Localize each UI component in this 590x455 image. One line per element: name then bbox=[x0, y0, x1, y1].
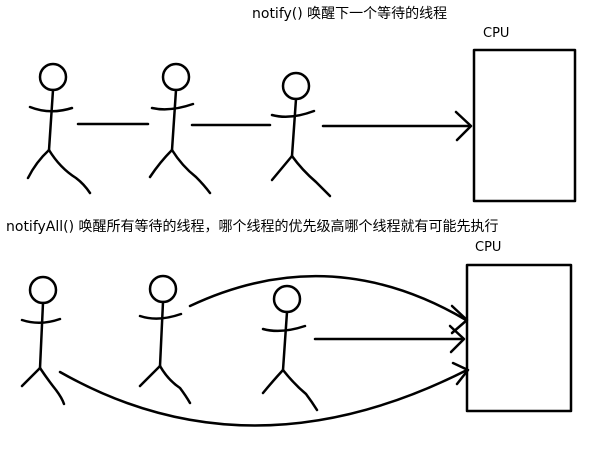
thread-figure-top-2 bbox=[148, 62, 212, 195]
cpu-label-top: CPU bbox=[483, 26, 510, 41]
cpu-box-bottom bbox=[465, 263, 573, 413]
straight-arrow-middle bbox=[313, 324, 466, 354]
curve-arrow-upper bbox=[188, 274, 469, 335]
thread-figure-bottom-2 bbox=[138, 274, 192, 405]
arrow-to-cpu-top bbox=[321, 110, 473, 142]
thread-figure-bottom-1 bbox=[20, 275, 66, 406]
thread-figure-top-3 bbox=[270, 71, 332, 198]
curve-arrow-lower bbox=[58, 361, 470, 427]
notifyall-caption: notifyAll() 唤醒所有等待的线程，哪个线程的优先级高哪个线程就有可能先… bbox=[6, 219, 499, 235]
cpu-box-top bbox=[472, 48, 577, 203]
thread-figure-bottom-3 bbox=[261, 284, 319, 412]
notify-caption: notify() 唤醒下一个等待的线程 bbox=[252, 6, 448, 22]
thread-figure-top-1 bbox=[26, 62, 92, 195]
cpu-label-bottom: CPU bbox=[475, 240, 502, 255]
